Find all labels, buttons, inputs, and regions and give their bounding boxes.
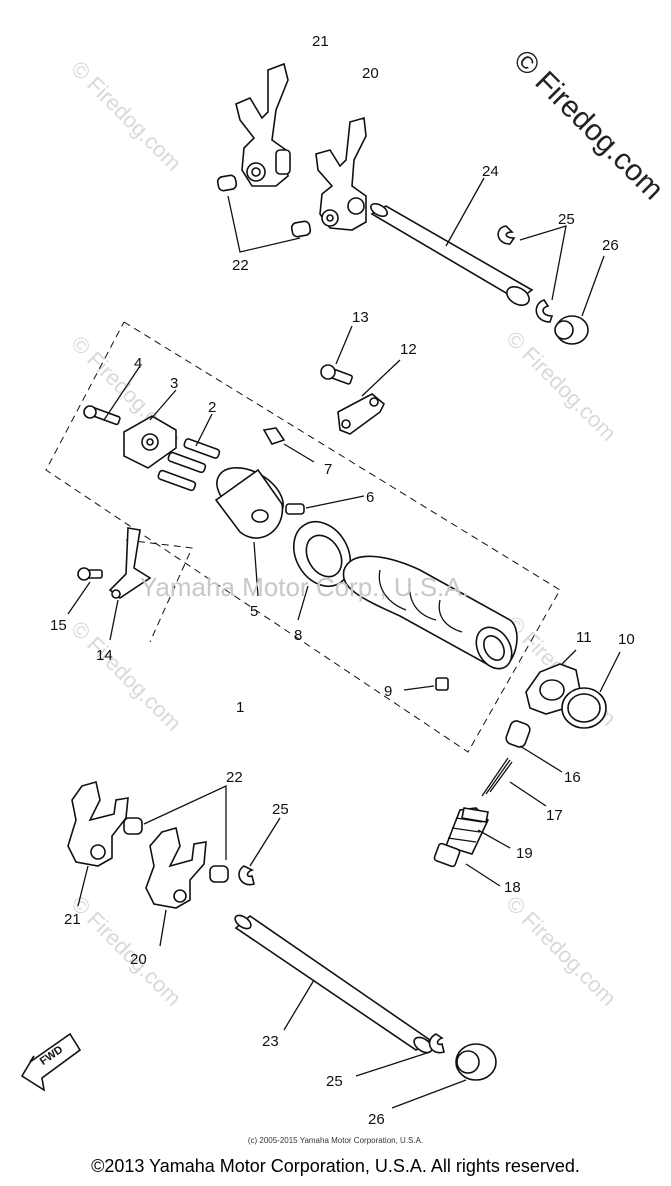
callout-10: 10 [618, 631, 635, 648]
lower-fork-assembly [67, 780, 497, 1109]
callout-13: 13 [352, 309, 369, 326]
drum-end-plate-group [83, 365, 315, 492]
watermark-tile: © Firedog.com [66, 616, 186, 736]
callout-3: 3 [170, 375, 178, 392]
watermark-tile: © Firedog.com [66, 56, 186, 176]
watermark-center: Yamaha Motor Corp., U.S.A. [140, 572, 469, 602]
callout-18: 18 [504, 879, 521, 896]
callout-12: 12 [400, 341, 417, 358]
callout-22: 22 [232, 257, 249, 274]
callout-25: 25 [272, 801, 289, 818]
callout-4: 4 [134, 355, 142, 372]
callout-numbers: 21 20 24 25 26 22 13 12 4 3 2 7 6 5 8 15… [50, 33, 635, 1128]
watermark-tile: © Firedog.com [66, 891, 186, 1011]
callout-20: 20 [362, 65, 379, 82]
callout-26: 26 [368, 1111, 385, 1128]
fwd-arrow-icon: FWD [20, 1032, 82, 1092]
callout-25: 25 [326, 1073, 343, 1090]
callout-21: 21 [64, 911, 81, 928]
callout-22: 22 [226, 769, 243, 786]
watermark-brand: © Firedog.com [507, 44, 670, 207]
callout-9: 9 [384, 683, 392, 700]
watermark-tile: © Firedog.com [501, 326, 621, 446]
upper-fork-assembly [216, 62, 605, 345]
callout-14: 14 [96, 647, 113, 664]
callout-5: 5 [250, 603, 258, 620]
copyright-small: (c) 2005-2015 Yamaha Motor Corporation, … [247, 1136, 424, 1145]
callout-20: 20 [130, 951, 147, 968]
callout-6: 6 [366, 489, 374, 506]
shift-lever-group [67, 527, 152, 641]
detent-group [433, 649, 621, 887]
shift-drum-kit-outline [45, 321, 561, 753]
callout-15: 15 [50, 617, 67, 634]
callout-17: 17 [546, 807, 563, 824]
callout-7: 7 [324, 461, 332, 478]
callout-21: 21 [312, 33, 329, 50]
callout-23: 23 [262, 1033, 279, 1050]
callout-2: 2 [208, 399, 216, 416]
callout-25: 25 [558, 211, 575, 228]
callout-11: 11 [576, 629, 592, 646]
callout-26: 26 [602, 237, 619, 254]
callout-8: 8 [294, 627, 302, 644]
callout-24: 24 [482, 163, 499, 180]
stopper-plate-group [320, 325, 401, 435]
callout-16: 16 [564, 769, 581, 786]
shift-drum-group [214, 466, 518, 691]
callout-1: 1 [236, 699, 244, 716]
callout-19: 19 [516, 845, 533, 862]
watermark-tile: © Firedog.com [501, 891, 621, 1011]
copyright-notice: ©2013 Yamaha Motor Corporation, U.S.A. A… [91, 1156, 580, 1176]
